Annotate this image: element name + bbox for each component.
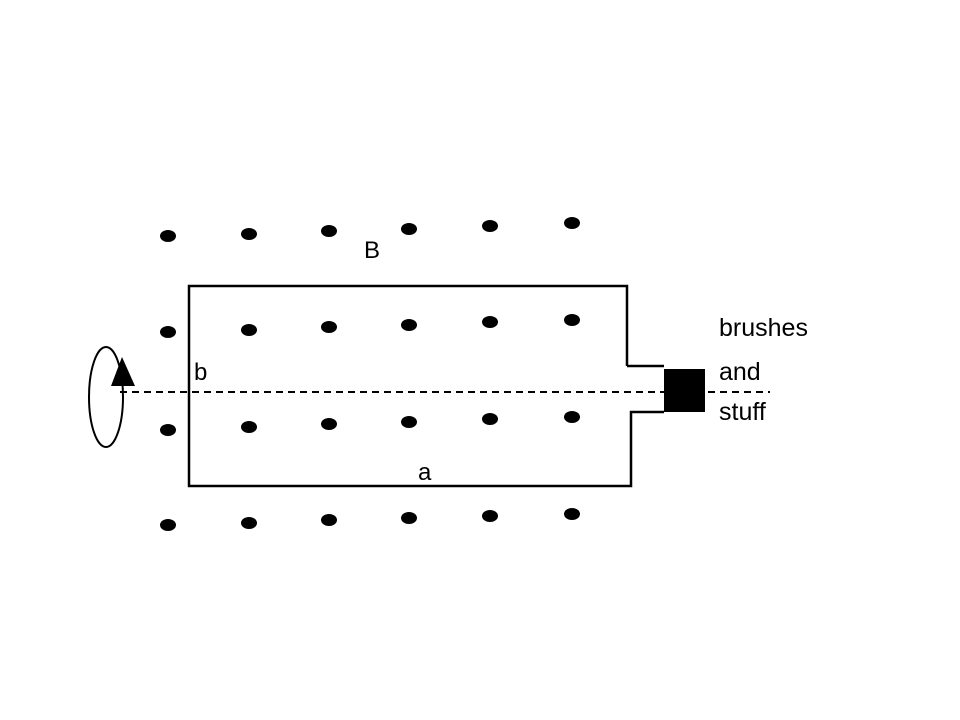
field-dot	[160, 519, 176, 531]
field-dot	[321, 418, 337, 430]
field-dot	[401, 319, 417, 331]
field-dot	[160, 424, 176, 436]
magnetic-field-dots	[160, 217, 580, 531]
brushes-label-line3: stuff	[719, 398, 766, 426]
field-dot	[160, 230, 176, 242]
field-dot	[160, 326, 176, 338]
brushes-label-line2: and	[719, 358, 761, 386]
field-dot	[241, 517, 257, 529]
brushes-label-line1: brushes	[719, 314, 808, 342]
field-dot	[241, 324, 257, 336]
field-dot	[482, 316, 498, 328]
field-dot	[564, 314, 580, 326]
field-dot	[241, 421, 257, 433]
wire-loop	[187, 284, 664, 488]
field-dot	[241, 228, 257, 240]
field-dot	[482, 510, 498, 522]
field-dot	[401, 512, 417, 524]
field-dot	[482, 220, 498, 232]
field-dot	[564, 411, 580, 423]
rotation-arrow-icon	[111, 357, 135, 386]
field-dot	[401, 223, 417, 235]
field-dot	[482, 413, 498, 425]
field-dot	[321, 321, 337, 333]
side-b-label: b	[194, 359, 207, 386]
field-label: B	[364, 237, 380, 264]
slip-ring-block	[664, 369, 705, 412]
rotation-ellipse	[88, 346, 124, 448]
field-dot	[564, 508, 580, 520]
field-dot	[401, 416, 417, 428]
field-dot	[321, 225, 337, 237]
field-dot	[321, 514, 337, 526]
side-a-label: a	[418, 459, 432, 486]
field-dot	[564, 217, 580, 229]
